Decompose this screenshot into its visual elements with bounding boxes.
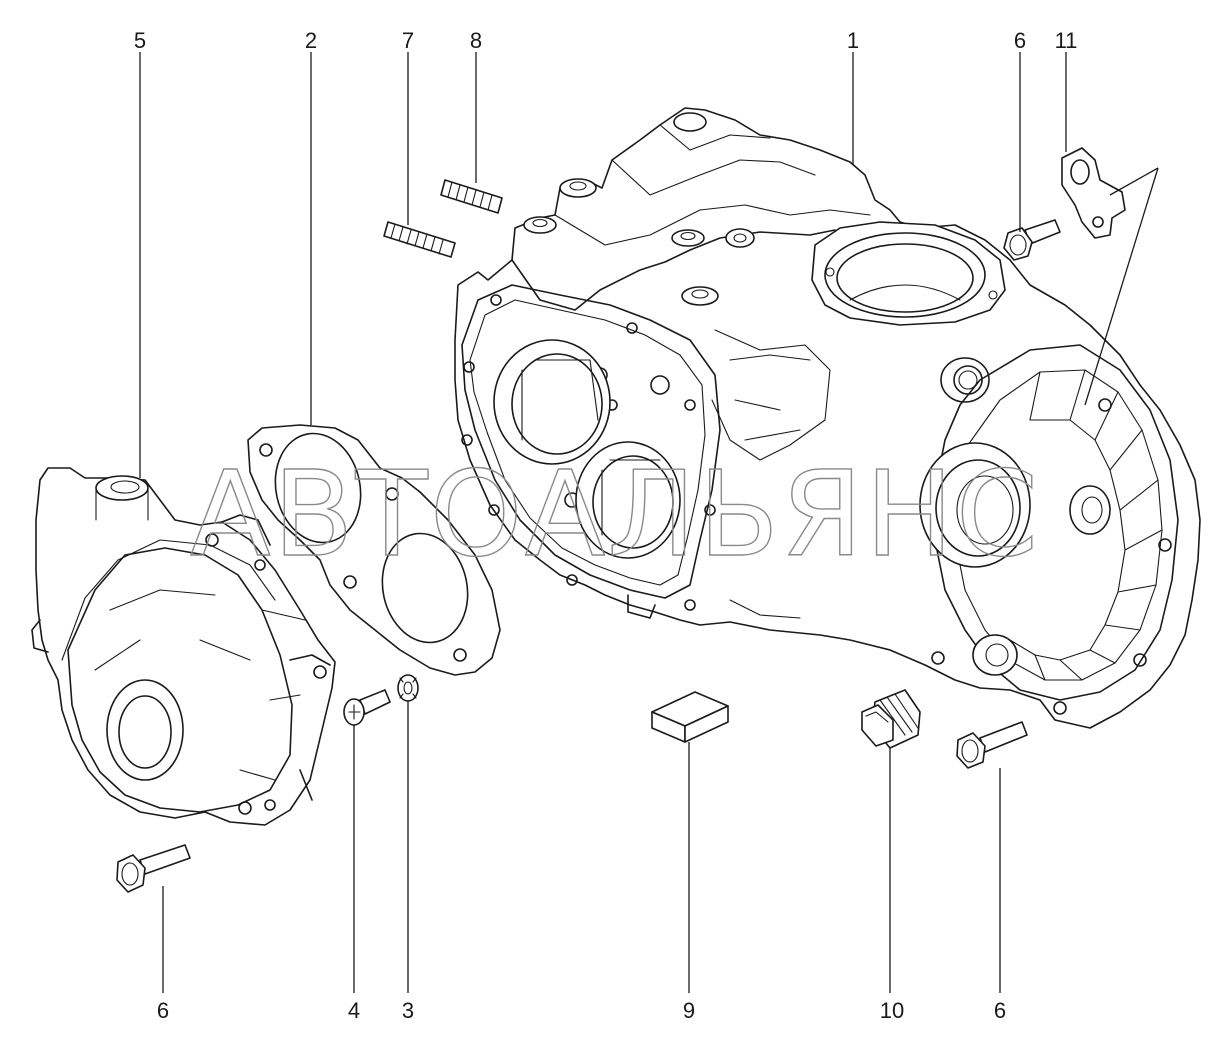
callout-5: 5 xyxy=(134,28,146,53)
callout-7: 7 xyxy=(402,28,414,53)
leader-11b xyxy=(1109,167,1159,196)
flange-bolt-top xyxy=(1003,219,1061,261)
gearbox-housing xyxy=(454,107,1201,729)
rear-cover xyxy=(31,467,336,826)
callout-6-right: 6 xyxy=(994,998,1006,1023)
callout-4: 4 xyxy=(348,998,360,1023)
callout-6-left: 6 xyxy=(157,998,169,1023)
screw xyxy=(343,689,391,726)
callout-6-top: 6 xyxy=(1014,28,1026,53)
callout-11: 11 xyxy=(1055,28,1078,53)
gasket xyxy=(247,424,501,676)
callout-1: 1 xyxy=(847,28,859,53)
callout-2: 2 xyxy=(305,28,317,53)
long-stud xyxy=(383,221,456,258)
leader-lines xyxy=(139,52,1159,993)
drain-plug xyxy=(861,689,921,749)
magnet xyxy=(651,691,729,743)
flange-bolt-left xyxy=(116,844,191,893)
lock-washer xyxy=(397,674,419,702)
short-stud xyxy=(440,179,503,214)
watermark-text: АВТОАЛЬЯНС xyxy=(190,445,1040,583)
callout-8: 8 xyxy=(470,28,482,53)
callout-9: 9 xyxy=(683,998,695,1023)
leader-11c xyxy=(1084,167,1159,406)
flange-bolt-right xyxy=(956,721,1028,769)
callout-3: 3 xyxy=(402,998,414,1023)
callout-labels: 5 2 7 8 1 6 11 6 4 3 9 10 6 xyxy=(134,28,1078,1023)
bracket xyxy=(1061,147,1126,239)
callout-10: 10 xyxy=(880,998,904,1023)
